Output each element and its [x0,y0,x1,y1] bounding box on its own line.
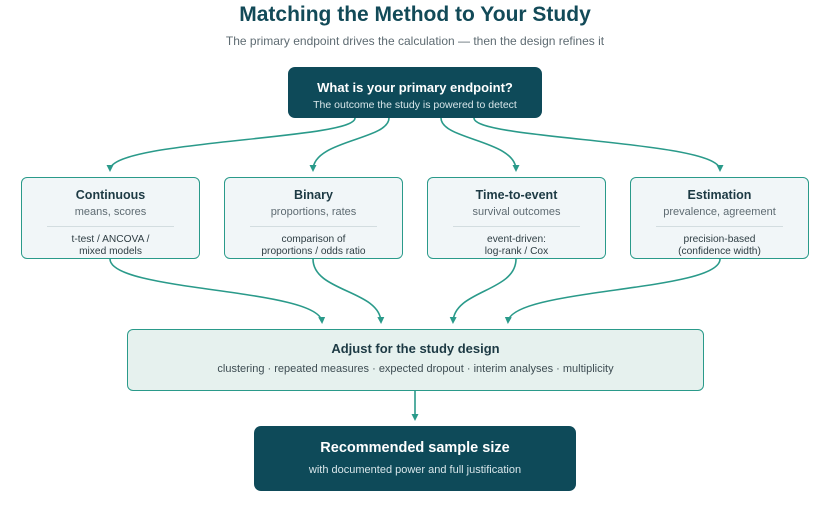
adjust-design-title: Adjust for the study design [331,341,500,356]
category-method-line: t-test / ANCOVA / [71,234,150,245]
recommended-sample-size-title: Recommended sample size [320,440,510,456]
category-box-continuous: Continuous means, scores t-test / ANCOVA… [21,177,200,259]
arrow-root-to-continuous [106,117,356,172]
recommended-sample-size-subtitle: with documented power and full justifica… [308,464,522,476]
category-divider [453,226,580,227]
category-method-line: mixed models [79,246,142,257]
category-divider [656,226,783,227]
category-subtitle: survival outcomes [472,206,561,218]
adjust-design-box: Adjust for the study design clustering ·… [127,329,704,391]
category-title: Binary [294,188,333,202]
primary-endpoint-description: The outcome the study is powered to dete… [313,99,517,111]
category-subtitle: proportions, rates [270,206,357,218]
category-box-estimation: Estimation prevalence, agreement precisi… [630,177,809,259]
category-box-time-to-event: Time-to-event survival outcomes event-dr… [427,177,606,259]
category-subtitle: means, scores [74,206,147,218]
category-methods: t-test / ANCOVA / mixed models [26,234,195,258]
arrow-estimation-to-adjust [504,258,721,324]
category-method-line: (confidence width) [678,246,761,257]
category-divider [47,226,174,227]
arrow-binary-to-adjust [312,258,385,324]
category-method-line: proportions / odds ratio [261,246,366,257]
primary-endpoint-question: What is your primary endpoint? [317,80,513,95]
page-title: Matching the Method to Your Study [239,3,591,26]
category-method-line: event-driven: [487,234,546,245]
adjust-design-factors: clustering · repeated measures · expecte… [217,363,614,375]
category-methods: comparison of proportions / odds ratio [229,234,398,258]
arrow-root-to-binary [309,117,390,172]
category-method-line: precision-based [683,234,756,245]
recommended-sample-size-box: Recommended sample size with documented … [254,426,576,491]
arrow-root-to-time-to-event [440,117,520,172]
arrow-continuous-to-adjust [109,258,326,324]
category-methods: event-driven: log-rank / Cox [432,234,601,258]
category-method-line: comparison of [281,234,346,245]
category-title: Continuous [75,188,146,202]
category-divider [250,226,377,227]
category-methods: precision-based (confidence width) [635,234,804,258]
category-title: Estimation [687,188,752,202]
category-subtitle: prevalence, agreement [663,206,776,218]
arrow-root-to-estimation [473,117,724,172]
arrow-time-to-event-to-adjust [449,258,517,324]
category-title: Time-to-event [475,188,558,202]
category-method-line: log-rank / Cox [484,246,549,257]
category-box-binary: Binary proportions, rates comparison of … [224,177,403,259]
page-subtitle: The primary endpoint drives the calculat… [225,34,605,48]
primary-endpoint-question-box: What is your primary endpoint? The outco… [288,67,542,118]
